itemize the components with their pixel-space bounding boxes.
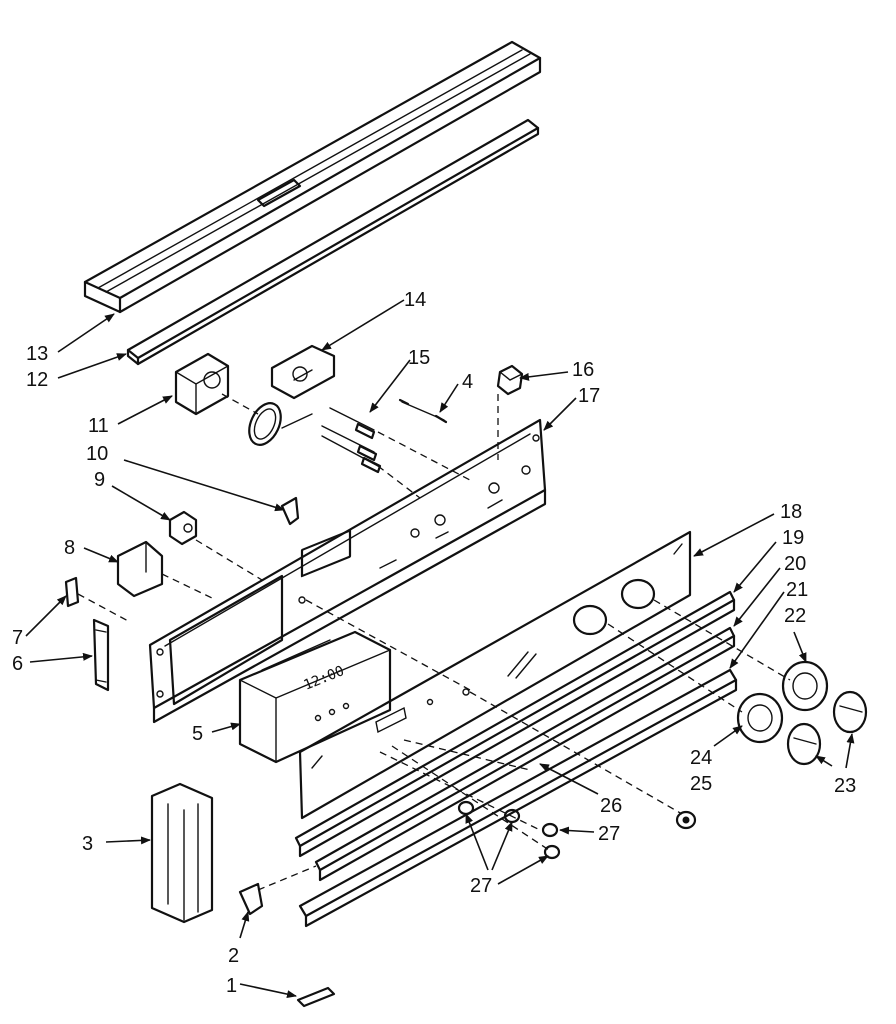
callout-27-upper: 27 bbox=[598, 823, 620, 845]
callout-14: 14 bbox=[404, 289, 426, 311]
callout-15: 15 bbox=[408, 347, 430, 369]
part-7-small-clip bbox=[64, 576, 80, 608]
callout-labels: 1 2 3 4 5 6 7 8 9 10 11 12 13 14 15 16 1… bbox=[12, 289, 856, 997]
callout-25: 25 bbox=[690, 773, 712, 795]
part-24-knob-bezel bbox=[736, 692, 784, 744]
part-16-plug bbox=[496, 364, 524, 396]
callout-9: 9 bbox=[94, 469, 105, 491]
clock-display-frame bbox=[300, 529, 352, 578]
part-belt-ring bbox=[248, 402, 313, 446]
callout-4: 4 bbox=[462, 371, 473, 393]
callout-8: 8 bbox=[64, 537, 75, 559]
part-8-bracket bbox=[116, 540, 164, 598]
part-22-knob-bezel bbox=[781, 660, 829, 712]
callout-20: 20 bbox=[784, 553, 806, 575]
clock-display-readout: 12:00 bbox=[302, 663, 347, 694]
callout-23: 23 bbox=[834, 775, 856, 797]
callout-6: 6 bbox=[12, 653, 23, 675]
part-3-terminal-block bbox=[150, 782, 214, 924]
callout-10: 10 bbox=[86, 443, 108, 465]
part-11-fan-motor bbox=[174, 352, 230, 416]
part-10-clip bbox=[280, 496, 300, 526]
callout-7: 7 bbox=[12, 627, 23, 649]
part-21-trim bbox=[298, 668, 738, 928]
callout-12: 12 bbox=[26, 369, 48, 391]
part-15-wire-harness bbox=[321, 407, 471, 499]
part-4-wire bbox=[398, 398, 448, 424]
callout-17: 17 bbox=[578, 385, 600, 407]
callout-21: 21 bbox=[786, 579, 808, 601]
part-19-trim bbox=[294, 590, 736, 858]
callout-3: 3 bbox=[82, 833, 93, 855]
part-14-switch-bracket bbox=[270, 344, 336, 400]
leader-lines bbox=[25, 299, 855, 999]
callout-5: 5 bbox=[192, 723, 203, 745]
part-20-trim bbox=[314, 626, 736, 882]
callout-22: 22 bbox=[784, 605, 806, 627]
part-2-clip bbox=[238, 882, 264, 916]
part-13-top-trim bbox=[83, 40, 542, 314]
callout-11: 11 bbox=[88, 415, 109, 437]
callout-24: 24 bbox=[690, 747, 712, 769]
callout-16: 16 bbox=[572, 359, 594, 381]
callout-18: 18 bbox=[780, 501, 802, 523]
part-12-trim-strip bbox=[126, 118, 540, 366]
callout-26: 26 bbox=[600, 795, 622, 817]
callout-19: 19 bbox=[782, 527, 804, 549]
part-26-standoffs bbox=[379, 739, 553, 853]
part-25-screw bbox=[675, 810, 697, 830]
part-18-glass-panel bbox=[298, 530, 692, 820]
callout-13: 13 bbox=[26, 343, 48, 365]
callout-2: 2 bbox=[228, 945, 239, 967]
part-23-knob-upper bbox=[832, 690, 868, 734]
part-23-knob-lower bbox=[786, 722, 822, 766]
part-1-shim bbox=[296, 986, 336, 1008]
callout-27-lower: 27 bbox=[470, 875, 492, 897]
part-17-control-panel bbox=[148, 418, 547, 724]
part-9-switch bbox=[168, 510, 198, 546]
part-6-mount-bracket bbox=[92, 618, 110, 692]
callout-1: 1 bbox=[226, 975, 237, 997]
